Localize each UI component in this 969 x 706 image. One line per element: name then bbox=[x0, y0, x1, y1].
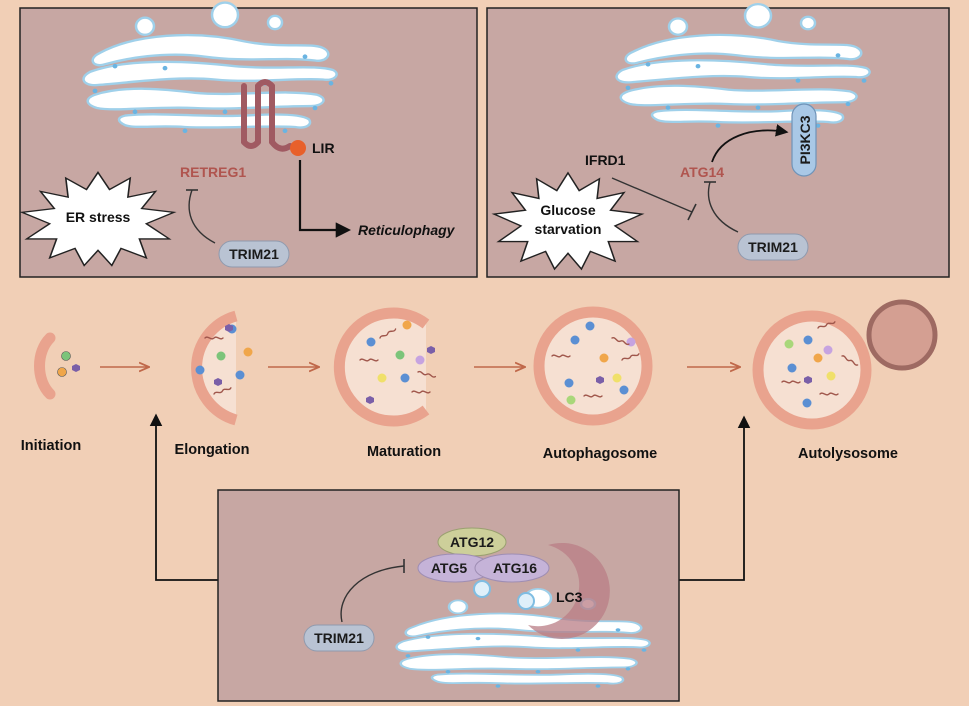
pi3kc3-protein-icon: PI3KC3 bbox=[791, 103, 817, 177]
stage-label-initiation: Initiation bbox=[21, 438, 81, 454]
trim21-pill-1 bbox=[218, 240, 290, 268]
trim21-label-3: TRIM21 bbox=[314, 630, 364, 646]
stage-label-autolysosome: Autolysosome bbox=[798, 446, 898, 462]
stage-label-autophagosome: Autophagosome bbox=[543, 446, 657, 462]
trim21-pill-3 bbox=[303, 624, 375, 652]
reticulophagy-arrow bbox=[298, 160, 352, 238]
stage-autophagosome-icon bbox=[533, 306, 653, 426]
lir-label: LIR bbox=[312, 140, 335, 156]
ifrd1-inhibit-line bbox=[611, 177, 693, 213]
panel-conjugation: LC3 ATG12 ATG5 ATG16 TRIM21 bbox=[217, 489, 680, 702]
trim21-label-2: TRIM21 bbox=[748, 239, 798, 255]
trim21-inhibit-line-3 bbox=[340, 565, 405, 623]
retreg1-protein-icon bbox=[241, 79, 293, 152]
stage-initiation-icon bbox=[34, 332, 80, 400]
stage-autolysosome-icon bbox=[752, 299, 938, 430]
trim21-inhibit-line bbox=[188, 189, 216, 244]
stage-label-maturation: Maturation bbox=[367, 444, 441, 460]
atg12-label: ATG12 bbox=[450, 534, 494, 550]
trim21-inhibit-line-2 bbox=[707, 181, 739, 233]
atg14-label: ATG14 bbox=[680, 164, 724, 180]
starvation-label: starvation bbox=[535, 221, 602, 237]
ifrd1-label: IFRD1 bbox=[585, 152, 626, 168]
panel-er-stress: LIR RETREG1 Reticulophagy ER stress TRIM… bbox=[19, 1, 478, 278]
lir-motif-icon bbox=[290, 140, 306, 156]
atg16-vesicle-icon bbox=[473, 580, 491, 598]
pi3kc3-label: PI3KC3 bbox=[797, 115, 813, 164]
stage-elongation-icon bbox=[191, 310, 253, 426]
atg5-label: ATG5 bbox=[431, 560, 468, 576]
er-stress-label: ER stress bbox=[66, 209, 131, 225]
lc3-protein-icon bbox=[528, 542, 610, 639]
trim21-pill-2 bbox=[737, 233, 809, 261]
retreg1-label: RETREG1 bbox=[180, 164, 246, 180]
panel-glucose: PI3KC3 ATG14 IFRD1 TRIM21 Glucose starva… bbox=[486, 2, 950, 278]
arrow-to-autolysosome bbox=[679, 415, 751, 581]
stage-label-elongation: Elongation bbox=[175, 442, 250, 458]
atg16-protein-icon bbox=[474, 553, 550, 583]
stage-maturation-icon bbox=[333, 307, 437, 427]
lc3-label: LC3 bbox=[556, 589, 583, 605]
arrow-to-elongation bbox=[149, 413, 218, 581]
lc3-vesicle-icon bbox=[517, 592, 535, 610]
glucose-label: Glucose bbox=[540, 202, 595, 218]
atg14-activation-arrow bbox=[711, 124, 789, 163]
trim21-label-1: TRIM21 bbox=[229, 246, 279, 262]
atg16-label: ATG16 bbox=[493, 560, 537, 576]
reticulophagy-label: Reticulophagy bbox=[358, 222, 456, 238]
